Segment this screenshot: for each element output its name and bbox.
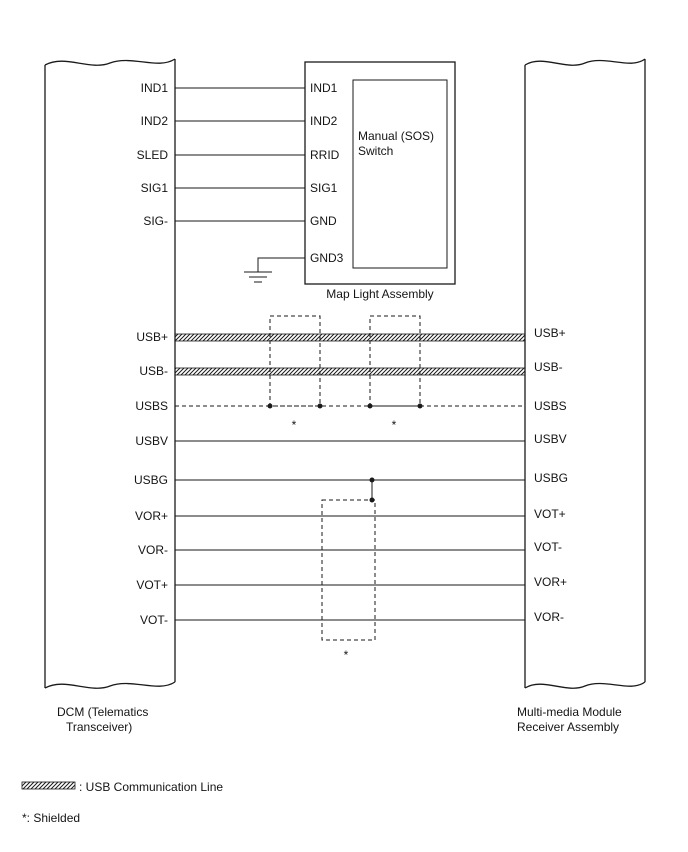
dcm-pin-sigm-label: SIG- (143, 214, 168, 228)
mm-pin-usbs-label: USBS (534, 399, 567, 413)
junction-dots (267, 403, 423, 503)
shielded-note-label: *: Shielded (22, 811, 80, 825)
mm-pin-vorp-label: VOR+ (534, 575, 567, 589)
maplight-pin-sig1-label: SIG1 (310, 181, 338, 195)
maplight-pin-gnd-label: GND (310, 214, 337, 228)
dcm-pin-votp-label: VOT+ (136, 578, 168, 592)
mm-pin-usbp-label: USB+ (534, 326, 566, 340)
dcm-pin-usbg-label: USBG (134, 473, 168, 487)
map-light-assembly-box (304, 61, 456, 285)
dcm-mm-wires (175, 440, 525, 621)
manual-sos-switch-box (352, 79, 448, 269)
shield-asterisk-usb-1: * (292, 418, 297, 432)
mm-pin-usbm-label: USB- (534, 360, 563, 374)
mm-caption-line2: Receiver Assembly (517, 720, 619, 734)
mm-caption-line1: Multi-media Module (517, 705, 622, 719)
dcm-pin-usbm-label: USB- (139, 364, 168, 378)
dcm-pin-votm-label: VOT- (140, 613, 168, 627)
dcm-pin-sled-label: SLED (137, 148, 169, 162)
dcm-caption-line2: Transceiver) (66, 720, 132, 734)
usb-line-legend-swatch (21, 781, 76, 790)
mm-pin-usbv-label: USBV (534, 432, 567, 446)
usb-line-legend-label: : USB Communication Line (79, 780, 223, 794)
dcm-pin-vorm-label: VOR- (138, 543, 168, 557)
shield-boxes (269, 315, 421, 641)
maplight-pin-rrid-label: RRID (310, 148, 340, 162)
manual-sos-switch-label-line1: Manual (SOS) (358, 129, 434, 143)
dcm-pin-usbv-label: USBV (135, 434, 168, 448)
dcm-pin-usbp-label: USB+ (136, 330, 168, 344)
dcm-pin-ind2-label: IND2 (141, 114, 169, 128)
dcm-pin-vorp-label: VOR+ (135, 509, 168, 523)
mm-receiver-outline (524, 58, 646, 689)
dcm-pin-sig1-label: SIG1 (141, 181, 169, 195)
mm-pin-usbg-label: USBG (534, 471, 568, 485)
mm-pin-votm-label: VOT- (534, 540, 562, 554)
shield-box-usb-1 (269, 315, 321, 407)
maplight-pin-ind2-label: IND2 (310, 114, 338, 128)
shield-asterisk-usb-2: * (392, 418, 397, 432)
maplight-pin-ind1-label: IND1 (310, 81, 338, 95)
dcm-pin-usbs-label: USBS (135, 399, 168, 413)
map-light-assembly-caption: Map Light Assembly (326, 287, 433, 301)
dcm-pin-ind1-label: IND1 (141, 81, 169, 95)
dcm-caption-line1: DCM (Telematics (57, 705, 148, 719)
shield-box-vor (321, 499, 376, 641)
usb-plus-wire (174, 333, 526, 342)
ground-icon (244, 257, 305, 283)
usb-minus-wire (174, 367, 526, 376)
maplight-pin-gnd3-label: GND3 (310, 251, 344, 265)
dcm-maplight-wires (175, 87, 305, 222)
manual-sos-switch-label-line2: Switch (358, 144, 393, 158)
shield-box-usb-2 (369, 315, 421, 407)
mm-pin-vorm-label: VOR- (534, 610, 564, 624)
mm-pin-votp-label: VOT+ (534, 507, 566, 521)
shield-asterisk-vor: * (344, 648, 349, 662)
